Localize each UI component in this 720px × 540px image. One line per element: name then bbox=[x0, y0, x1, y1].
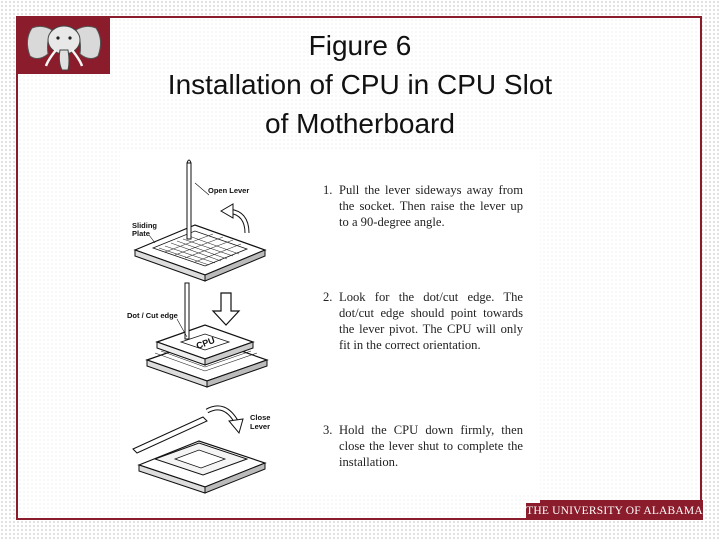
title-line-2: Installation of CPU in CPU Slot bbox=[167, 69, 553, 100]
step-1-number: 1. bbox=[323, 183, 333, 197]
label-open-lever: Open Lever bbox=[208, 186, 250, 195]
step-2-text: Look for the dot/cut edge. The dot/cut e… bbox=[339, 290, 523, 352]
step-2: 2. Look for the dot/cut edge. The dot/cu… bbox=[323, 289, 523, 353]
cpu-install-illustration bbox=[132, 159, 269, 494]
step-3: 3. Hold the CPU down firmly, then close … bbox=[323, 422, 523, 470]
label-dot-cut-edge: Dot / Cut edge bbox=[127, 311, 178, 320]
step-1: 1. Pull the lever sideways away from the… bbox=[323, 182, 523, 230]
socket-open-lever-drawing bbox=[133, 159, 267, 282]
title-line-1: Figure 6 bbox=[308, 30, 412, 61]
step-3-text: Hold the CPU down firmly, then close the… bbox=[339, 423, 523, 469]
label-sliding-plate-line-1: Sliding bbox=[132, 221, 157, 230]
step-1-text: Pull the lever sideways away from the so… bbox=[339, 183, 523, 229]
socket-close-lever-drawing bbox=[132, 405, 267, 494]
step-2-number: 2. bbox=[323, 290, 333, 304]
university-wordmark: THE UNIVERSITY OF ALABAMA bbox=[526, 503, 703, 520]
label-close-lever-line-2: Lever bbox=[250, 422, 271, 431]
elephant-logo-icon bbox=[18, 18, 110, 74]
label-close-lever-line-1: Close bbox=[250, 413, 271, 422]
label-sliding-plate-line-2: Plate bbox=[132, 229, 150, 238]
slide-title: Figure 6 Installation of CPU in CPU Slot… bbox=[110, 26, 610, 143]
title-line-3: of Motherboard bbox=[265, 108, 455, 139]
socket-cpu-align-drawing bbox=[145, 282, 269, 388]
step-3-number: 3. bbox=[323, 423, 333, 437]
footer-accent-bar bbox=[540, 500, 703, 503]
